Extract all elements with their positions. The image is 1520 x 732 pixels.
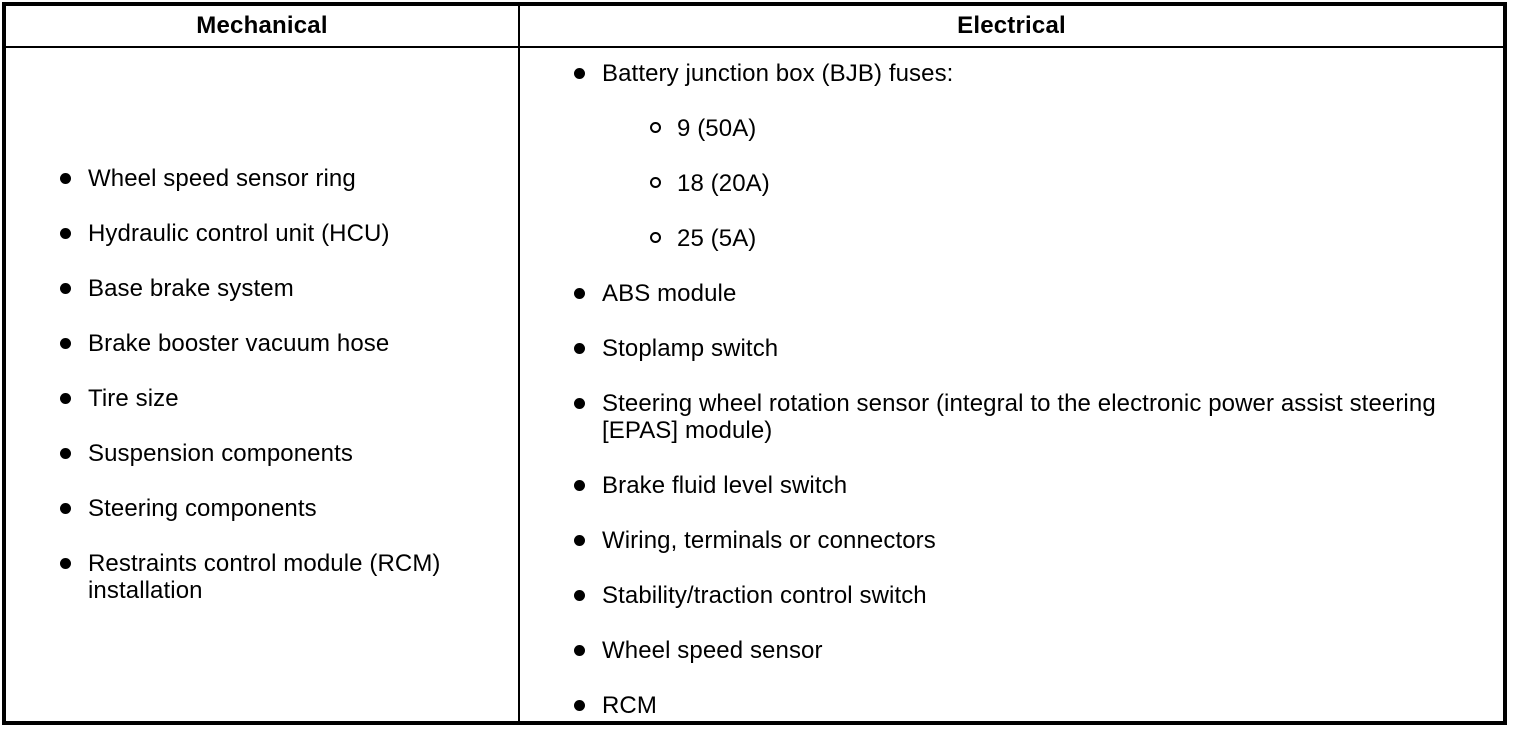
filled-circle-bullet-icon [60, 448, 71, 459]
list-item-label: Battery junction box (BJB) fuses: [602, 60, 954, 87]
filled-circle-bullet-icon [574, 645, 585, 656]
list-item: Suspension components [60, 440, 518, 467]
electrical-list: Battery junction box (BJB) fuses: 9 (50A)… [520, 60, 1503, 719]
list-item-label: Wheel speed sensor [602, 637, 823, 664]
list-item-label: Suspension components [88, 440, 353, 467]
list-item: Hydraulic control unit (HCU) [60, 220, 518, 247]
list-item: Steering components [60, 495, 518, 522]
filled-circle-bullet-icon [574, 343, 585, 354]
list-item: Wheel speed sensor ring [60, 165, 518, 192]
mechanical-electrical-causes-table: Mechanical Electrical Wheel speed sensor… [2, 2, 1507, 725]
list-item: Brake booster vacuum hose [60, 330, 518, 357]
list-item-label: Tire size [88, 385, 179, 412]
filled-circle-bullet-icon [574, 590, 585, 601]
list-item-label: Steering components [88, 495, 317, 522]
filled-circle-bullet-icon [60, 558, 71, 569]
list-item-label: Wheel speed sensor ring [88, 165, 356, 192]
list-item: Brake fluid level switch [574, 472, 1503, 499]
hollow-circle-bullet-icon [650, 122, 661, 133]
filled-circle-bullet-icon [574, 68, 585, 79]
sub-list-item: 9 (50A) [650, 115, 1503, 142]
list-item-label: RCM [602, 692, 657, 719]
hollow-circle-bullet-icon [650, 232, 661, 243]
hollow-circle-bullet-icon [650, 177, 661, 188]
list-item-label: Steering wheel rotation sensor (integral… [602, 390, 1436, 444]
list-item-label: 25 (5A) [677, 225, 757, 252]
list-item-label: Brake booster vacuum hose [88, 330, 390, 357]
filled-circle-bullet-icon [574, 398, 585, 409]
filled-circle-bullet-icon [60, 173, 71, 184]
list-item: Steering wheel rotation sensor (integral… [574, 390, 1503, 444]
sub-list-item: 25 (5A) [650, 225, 1503, 252]
list-item: Battery junction box (BJB) fuses: [574, 60, 1503, 87]
list-item-label: Wiring, terminals or connectors [602, 527, 936, 554]
list-item-label: ABS module [602, 280, 737, 307]
list-item: ABS module [574, 280, 1503, 307]
list-item-label: 9 (50A) [677, 115, 757, 142]
list-item-label: Hydraulic control unit (HCU) [88, 220, 390, 247]
list-item-label: 18 (20A) [677, 170, 770, 197]
list-item-label: Base brake system [88, 275, 294, 302]
filled-circle-bullet-icon [60, 503, 71, 514]
list-item: Base brake system [60, 275, 518, 302]
filled-circle-bullet-icon [574, 535, 585, 546]
filled-circle-bullet-icon [574, 700, 585, 711]
list-item-label: Stoplamp switch [602, 335, 779, 362]
list-item-label: Restraints control module (RCM) installa… [88, 550, 441, 604]
filled-circle-bullet-icon [60, 338, 71, 349]
table-header-row: Mechanical Electrical [6, 6, 1503, 48]
list-item-label: Brake fluid level switch [602, 472, 848, 499]
list-item: Tire size [60, 385, 518, 412]
filled-circle-bullet-icon [574, 288, 585, 299]
list-item-label: Stability/traction control switch [602, 582, 927, 609]
column-header-electrical: Electrical [957, 12, 1066, 39]
filled-circle-bullet-icon [60, 283, 71, 294]
sub-list-item: 18 (20A) [650, 170, 1503, 197]
list-item: RCM [574, 692, 1503, 719]
list-item: Wheel speed sensor [574, 637, 1503, 664]
filled-circle-bullet-icon [60, 228, 71, 239]
filled-circle-bullet-icon [60, 393, 71, 404]
list-item: Wiring, terminals or connectors [574, 527, 1503, 554]
list-item: Restraints control module (RCM) installa… [60, 550, 518, 604]
column-header-mechanical: Mechanical [6, 6, 520, 46]
list-item: Stoplamp switch [574, 335, 1503, 362]
filled-circle-bullet-icon [574, 480, 585, 491]
list-item: Stability/traction control switch [574, 582, 1503, 609]
electrical-cell: Battery junction box (BJB) fuses: 9 (50A)… [520, 48, 1503, 721]
